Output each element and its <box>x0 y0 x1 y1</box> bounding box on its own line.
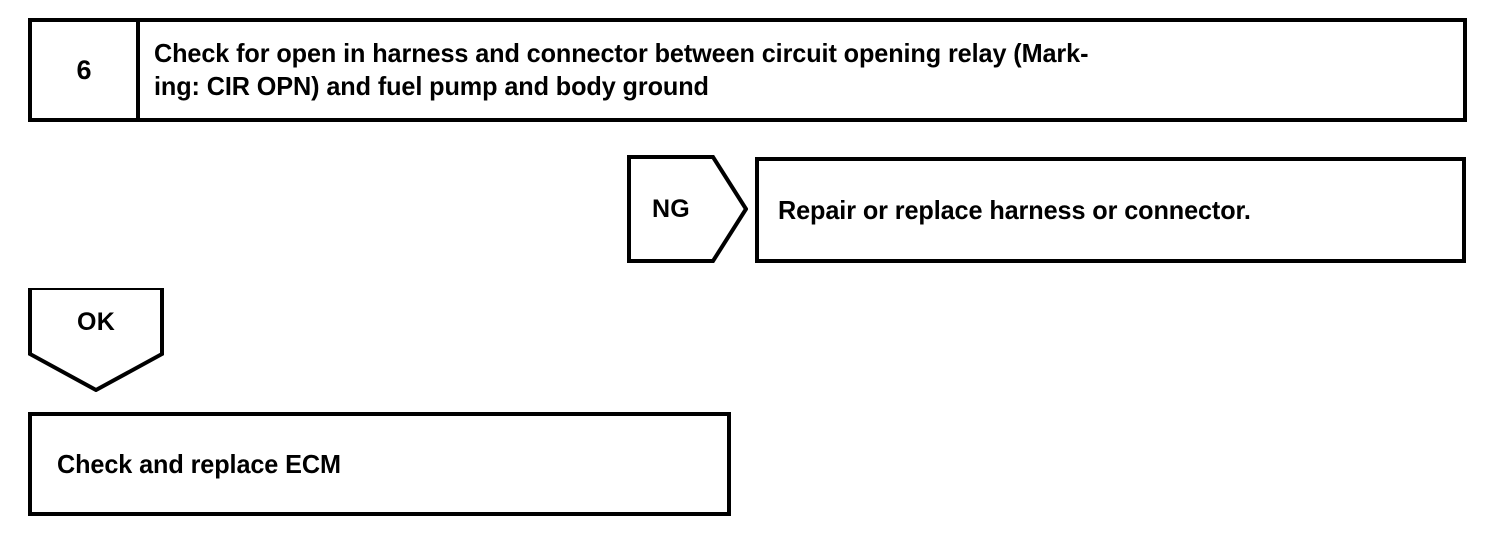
ng-pentagon-icon <box>627 155 748 263</box>
step-number-cell: 6 <box>32 22 140 118</box>
step-number: 6 <box>76 54 92 85</box>
step-description-cell: Check for open in harness and connector … <box>140 22 1463 118</box>
ok-pentagon-icon <box>28 288 164 392</box>
ok-branch-tag: OK <box>28 288 164 392</box>
ng-branch-tag: NG <box>627 155 748 263</box>
repair-outcome-text: Repair or replace harness or connector. <box>778 194 1251 225</box>
ok-branch-label: OK <box>77 307 115 336</box>
ecm-outcome-box: Check and replace ECM <box>28 412 731 516</box>
ecm-outcome-text: Check and replace ECM <box>57 448 341 479</box>
step-header-box: 6 Check for open in harness and connecto… <box>28 18 1467 122</box>
repair-outcome-box: Repair or replace harness or connector. <box>755 157 1466 263</box>
ng-branch-label: NG <box>652 194 690 223</box>
step-description: Check for open in harness and connector … <box>154 38 1089 101</box>
